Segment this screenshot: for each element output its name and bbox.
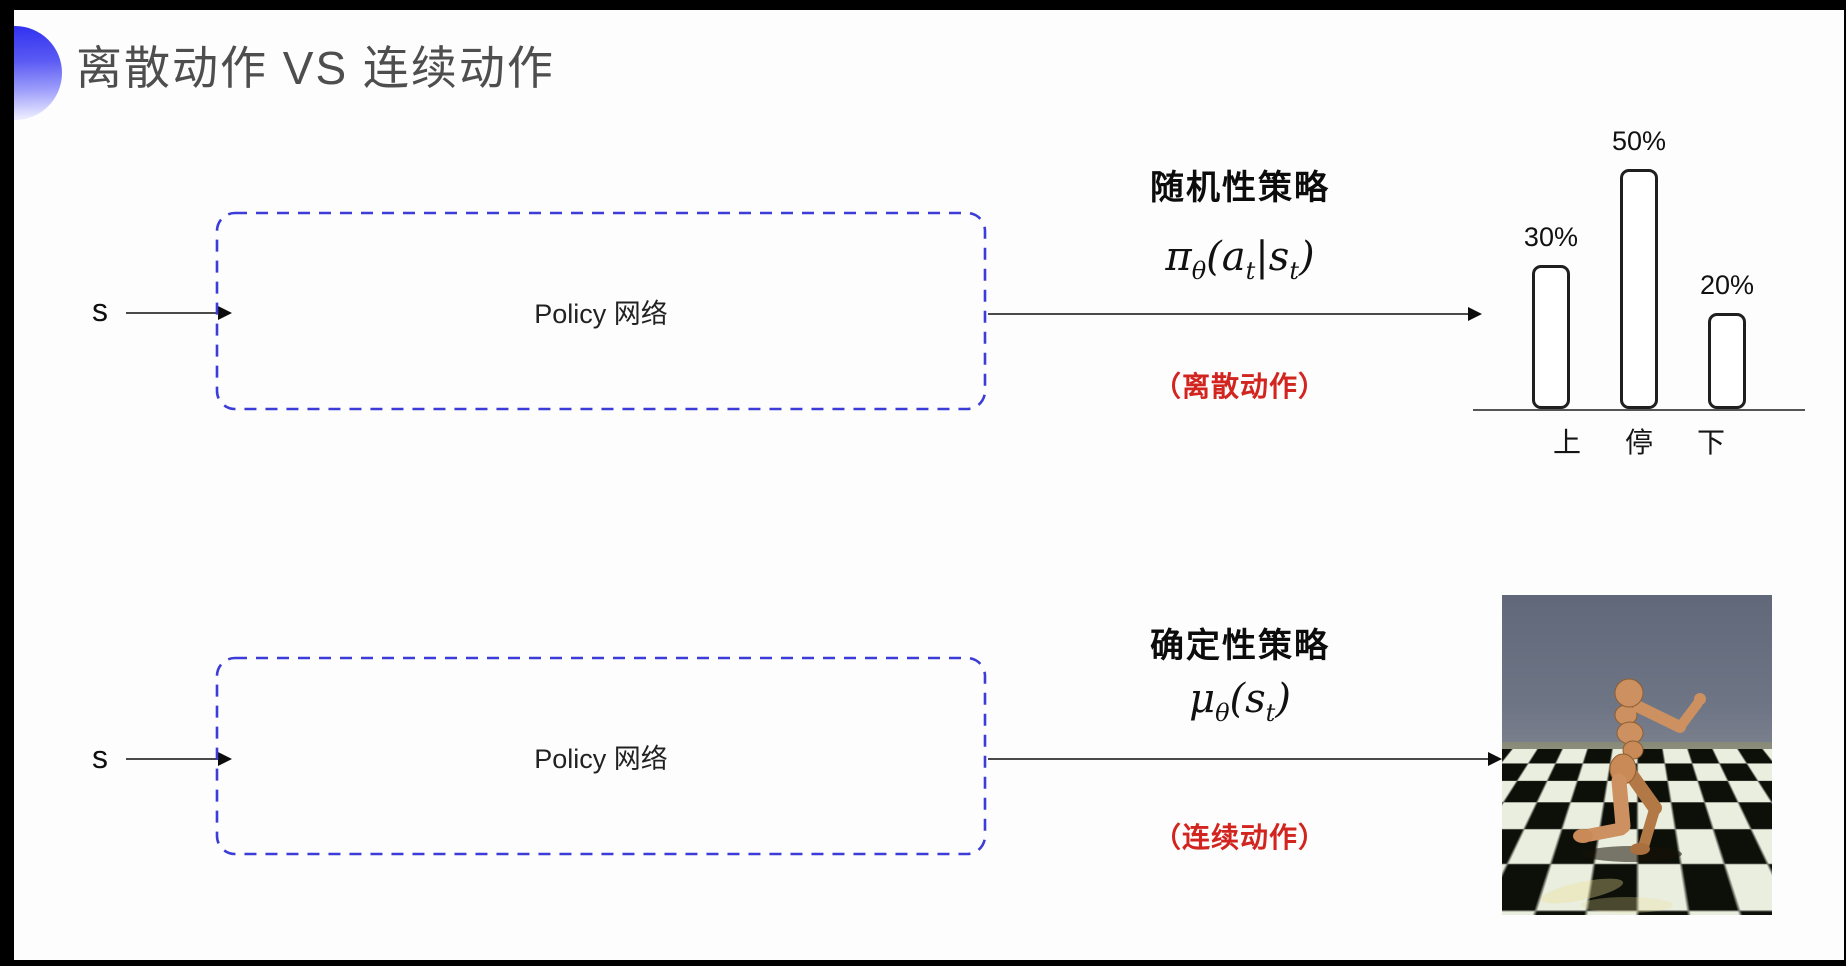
action-type-note-discrete: （离散动作） [1080,365,1400,405]
slide-title: 离散动作 VS 连续动作 [76,32,555,98]
state-input-label-continuous: s [92,739,108,776]
policy-type-label-stochastic: 随机性策略 [1080,160,1400,209]
probability-bar-chart: 30% 50% 20% 上停下 [1473,98,1805,461]
bar [1620,169,1658,409]
bar-category-label: 停 [1620,421,1658,461]
slide: 离散动作 VS 连续动作 s Policy 网络 随机性策略 πθ(at|st)… [14,10,1844,960]
state-input-label-discrete: s [92,292,108,329]
policy-network-box-discrete: Policy 网络 [215,211,987,411]
policy-type-label-deterministic: 确定性策略 [1080,618,1400,667]
chart-baseline [1473,409,1805,411]
humanoid-figure [1502,595,1772,915]
policy-formula-deterministic: μθ(st) [1080,676,1400,727]
policy-network-label: Policy 网络 [215,211,987,411]
policy-network-box-continuous: Policy 网络 [215,656,987,856]
bar-column: 20% [1700,270,1754,409]
chart-bars: 30% 50% 20% [1473,98,1805,409]
bar-column: 30% [1524,222,1578,409]
bar-category-label: 上 [1548,421,1586,461]
output-arrow-continuous [988,750,1504,768]
bar-value-label: 50% [1612,126,1666,157]
title-bullet-icon [14,26,62,120]
bar-category-label: 下 [1692,421,1730,461]
policy-network-label: Policy 网络 [215,656,987,856]
humanoid-simulation-image [1502,595,1772,915]
bar-value-label: 30% [1524,222,1578,253]
bar-column: 50% [1612,126,1666,409]
bar [1708,313,1746,409]
policy-formula-stochastic: πθ(at|st) [1080,234,1400,285]
bar [1532,265,1570,409]
action-type-note-continuous: （连续动作） [1080,816,1400,856]
output-arrow-discrete [988,305,1484,323]
bar-value-label: 20% [1700,270,1754,301]
chart-category-labels: 上停下 [1473,421,1805,461]
